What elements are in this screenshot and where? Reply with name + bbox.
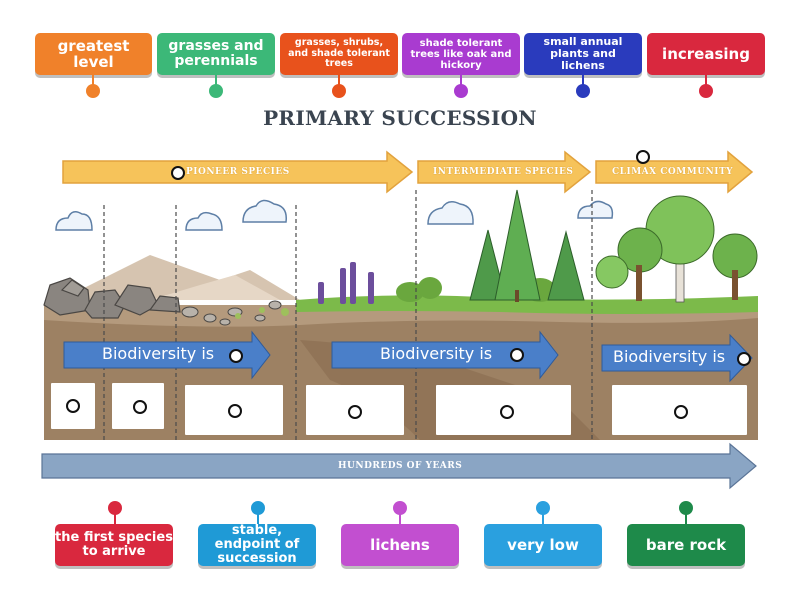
drop-target-biodiversity-2[interactable]: [510, 348, 524, 362]
tile-lichens[interactable]: lichens: [341, 524, 459, 566]
drop-target-box-1[interactable]: [66, 399, 80, 413]
tile-pin-stem: [114, 513, 116, 525]
tile-pin-dot: [536, 501, 550, 515]
tile-small-annual-plants-lichens[interactable]: small annual plants and lichens: [524, 33, 642, 75]
biodiversity-arrow-1: [63, 330, 271, 380]
tile-label: bare rock: [645, 535, 727, 554]
stage-label-pioneer: PIONEER SPECIES: [186, 167, 290, 177]
drop-target-climax-community[interactable]: [636, 150, 650, 164]
pine-trees: [469, 189, 585, 302]
tile-stable-endpoint[interactable]: stable, endpoint of succession: [198, 522, 316, 567]
drop-target-box-5[interactable]: [500, 405, 514, 419]
deciduous-trees: [595, 195, 758, 303]
lichen-patches: [235, 307, 289, 319]
tile-very-low[interactable]: very low: [484, 524, 602, 566]
biodiversity-label-1: Biodiversity is: [102, 344, 215, 363]
timeline-label: HUNDREDS OF YEARS: [338, 461, 463, 471]
tile-pin-stem: [338, 75, 340, 85]
climax-stage-arrow: [595, 150, 754, 194]
small-rocks-lichens: [181, 300, 282, 326]
tile-pin-dot: [86, 84, 100, 98]
stage-label-intermediate: INTERMEDIATE SPECIES: [433, 167, 574, 177]
tile-pin-stem: [460, 75, 462, 85]
intermediate-stage-arrow: [417, 150, 592, 194]
flower-stalks: [318, 262, 374, 304]
tile-pin-stem: [705, 75, 707, 85]
tile-pin-dot: [454, 84, 468, 98]
tile-pin-dot: [393, 501, 407, 515]
pioneer-stage-arrow: [62, 150, 414, 194]
hill-mid: [150, 275, 280, 300]
tile-label: greatest level: [57, 36, 130, 71]
tile-pin-dot: [576, 84, 590, 98]
tile-label: increasing: [662, 44, 750, 63]
drop-target-box-6[interactable]: [674, 405, 688, 419]
tile-pin-dot: [679, 501, 693, 515]
diagram-title: PRIMARY SUCCESSION: [263, 106, 537, 130]
tile-pin-stem: [215, 75, 217, 85]
tile-pin-stem: [582, 75, 584, 85]
tile-grasses-and-perennials[interactable]: grasses and perennials: [157, 33, 275, 75]
tile-pin-stem: [685, 513, 687, 525]
drop-target-biodiversity-1[interactable]: [229, 349, 243, 363]
tile-greatest-level[interactable]: greatest level: [35, 33, 152, 75]
tile-label: grasses, shrubs, and shade tolerant tree…: [288, 37, 390, 70]
biodiversity-label-2: Biodiversity is: [380, 344, 493, 363]
tile-grasses-shrubs-shade-tolerant[interactable]: grasses, shrubs, and shade tolerant tree…: [280, 33, 398, 75]
drop-target-box-3[interactable]: [228, 404, 242, 418]
tile-label: shade tolerant trees like oak and hickor…: [410, 37, 512, 71]
tile-label: the first species to arrive: [55, 529, 173, 559]
biodiversity-label-3: Biodiversity is: [613, 347, 726, 366]
bare-rocks: [43, 277, 181, 319]
drop-target-biodiversity-3[interactable]: [737, 352, 751, 366]
tile-label: very low: [507, 535, 579, 554]
tile-pin-stem: [542, 513, 544, 525]
tile-first-species-to-arrive[interactable]: the first species to arrive: [55, 524, 173, 566]
tile-label: lichens: [370, 535, 430, 554]
tile-pin-stem: [399, 513, 401, 525]
drop-target-pioneer-species[interactable]: [171, 166, 185, 180]
tile-label: stable, endpoint of succession: [214, 522, 300, 567]
drop-target-box-4[interactable]: [348, 405, 362, 419]
biodiversity-arrow-2: [331, 330, 559, 380]
stage-label-climax: CLIMAX COMMUNITY: [612, 167, 734, 177]
tile-pin-stem: [257, 513, 259, 525]
biodiversity-arrow-3: [601, 333, 753, 383]
drop-target-box-2[interactable]: [133, 400, 147, 414]
tile-pin-dot: [699, 84, 713, 98]
tile-increasing[interactable]: increasing: [647, 33, 765, 75]
tile-shade-tolerant-oak-hickory[interactable]: shade tolerant trees like oak and hickor…: [402, 33, 520, 75]
tile-pin-stem: [92, 75, 94, 85]
tile-label: grasses and perennials: [168, 37, 264, 69]
timeline-arrow: [41, 442, 757, 490]
tile-pin-dot: [332, 84, 346, 98]
tile-pin-dot: [209, 84, 223, 98]
tile-bare-rock[interactable]: bare rock: [627, 524, 745, 566]
clouds: [55, 199, 614, 231]
tile-pin-dot: [251, 501, 265, 515]
tile-pin-dot: [108, 501, 122, 515]
tile-label: small annual plants and lichens: [543, 34, 623, 73]
